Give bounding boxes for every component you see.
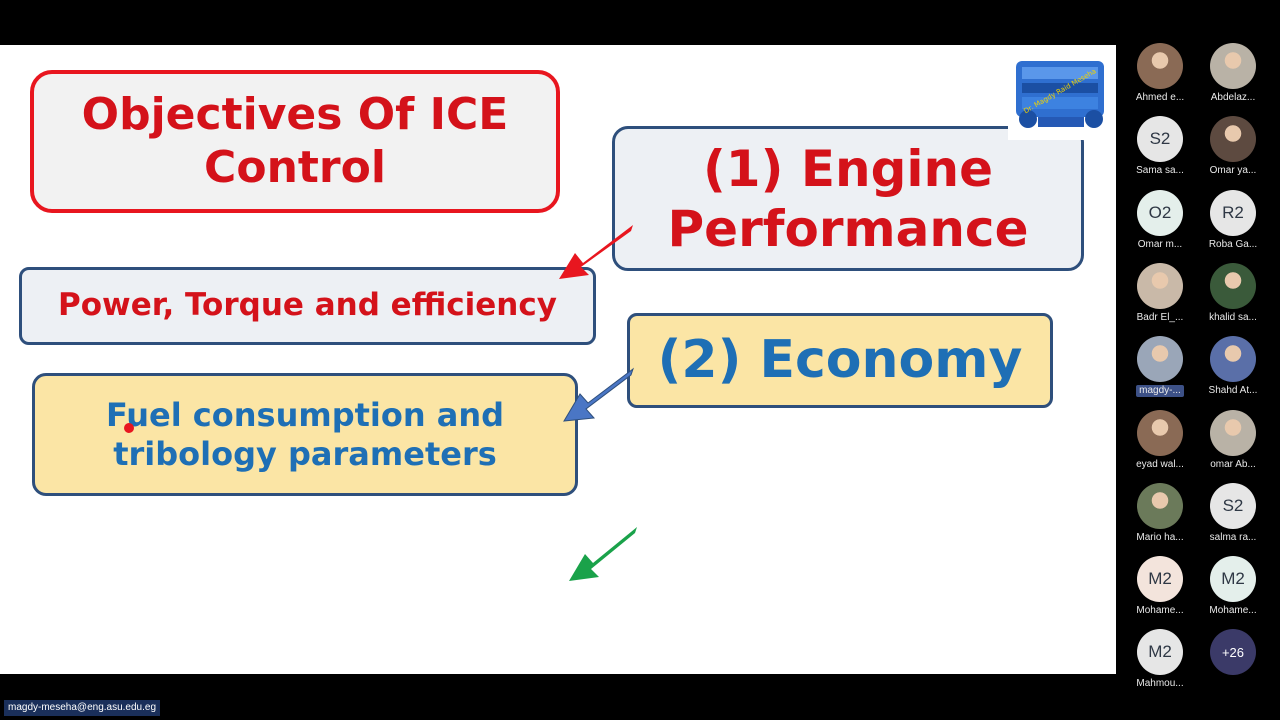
participant-name: khalid sa...	[1209, 311, 1257, 323]
participant-tile[interactable]: +26	[1197, 629, 1269, 676]
participant-tile[interactable]: Ahmed e...	[1124, 43, 1196, 104]
participant-tile[interactable]: khalid sa...	[1197, 262, 1269, 324]
slide-title: Objectives Of ICE Control	[30, 70, 560, 213]
participant-avatar: O2	[1137, 189, 1183, 236]
participant-tile[interactable]: Mario ha...	[1124, 482, 1196, 544]
participant-name: Mario ha...	[1136, 531, 1184, 543]
participant-avatar	[1137, 409, 1183, 456]
fuel-consumption-box: Fuel consumption and tribology parameter…	[32, 373, 578, 496]
more-participants-button[interactable]: +26	[1210, 629, 1256, 676]
power-torque-box: Power, Torque and efficiency	[19, 267, 596, 345]
green-arrow-icon	[569, 527, 637, 581]
participant-tile[interactable]: Abdelaz...	[1197, 43, 1269, 104]
participant-avatar	[1137, 262, 1183, 309]
participant-avatar	[1210, 336, 1256, 383]
participant-tile[interactable]: Omar ya...	[1197, 116, 1269, 177]
laser-pointer	[124, 423, 134, 433]
participant-avatar: R2	[1210, 189, 1256, 236]
participant-avatar	[1137, 482, 1183, 529]
participant-name: Omar m...	[1137, 238, 1183, 250]
participant-tile[interactable]: magdy-...	[1124, 336, 1196, 398]
participant-avatar	[1137, 336, 1183, 383]
engine-image: Dr. Magdy Raid Meseha	[1008, 47, 1114, 140]
participant-avatar	[1137, 43, 1183, 89]
participant-tile[interactable]: Badr El_...	[1124, 262, 1196, 324]
participant-tile[interactable]: eyad wal...	[1124, 409, 1196, 471]
participant-tile[interactable]: Shahd At...	[1197, 336, 1269, 397]
participant-avatar	[1210, 409, 1256, 456]
participant-name: Omar ya...	[1209, 165, 1257, 177]
presenter-name-tag: magdy-meseha@eng.asu.edu.eg	[4, 700, 161, 716]
red-arrow-icon	[559, 225, 633, 279]
participant-name: Badr El_...	[1136, 311, 1184, 323]
participant-name: Mohame...	[1136, 605, 1184, 617]
slide: Objectives Of ICE Control (1) Engine Per…	[0, 45, 1116, 674]
participant-avatar: M2	[1137, 629, 1183, 676]
participant-avatar	[1210, 262, 1256, 309]
participant-name: Sama sa...	[1136, 165, 1184, 177]
participant-name: salma ra...	[1209, 531, 1257, 543]
participant-name: omar Ab...	[1210, 458, 1256, 470]
participant-name: magdy-...	[1136, 385, 1184, 398]
participant-name: Ahmed e...	[1135, 92, 1185, 103]
economy-box: (2) Economy	[627, 313, 1053, 408]
participant-tile[interactable]: S2 salma ra...	[1197, 482, 1269, 544]
participant-name: Mohame...	[1209, 605, 1257, 617]
participant-name: Abdelaz...	[1210, 92, 1256, 103]
participant-avatar	[1210, 116, 1256, 163]
participant-avatar: M2	[1137, 556, 1183, 603]
participant-tile[interactable]: omar Ab...	[1197, 409, 1269, 471]
participant-name: Mahmou...	[1136, 678, 1184, 690]
blue-arrow-icon	[563, 367, 634, 422]
participant-avatar	[1210, 43, 1256, 89]
participant-name: eyad wal...	[1136, 458, 1184, 470]
participant-avatar: M2	[1210, 556, 1256, 603]
participant-avatar: S2	[1210, 482, 1256, 529]
participant-name: Shahd At...	[1208, 385, 1258, 397]
participant-name: Roba Ga...	[1208, 238, 1258, 250]
engine-performance-box: (1) Engine Performance	[612, 126, 1084, 271]
participant-avatar: S2	[1137, 116, 1183, 163]
